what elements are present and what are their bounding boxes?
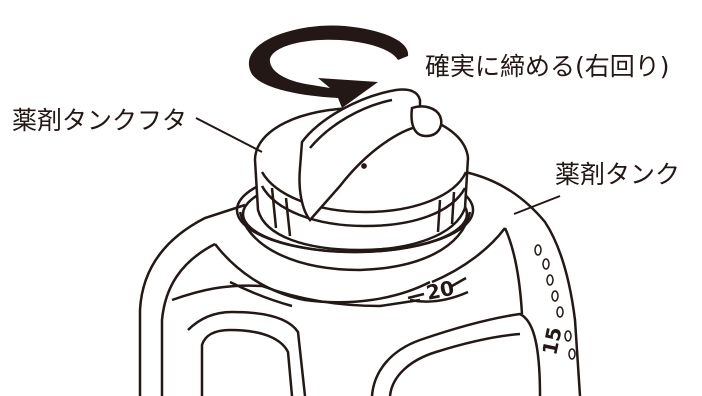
tank-body <box>138 170 582 396</box>
label-rotation-instruction: 確実に締める(右回り) <box>425 52 670 81</box>
label-tank: 薬剤タンク <box>555 160 680 189</box>
clockwise-arrow-icon <box>248 25 409 108</box>
leader-lines <box>195 117 561 215</box>
cap-handle <box>298 88 443 222</box>
scale-mark-15: 15 <box>537 325 566 357</box>
label-tank-cap: 薬剤タンクフタ <box>12 106 187 135</box>
scale-mark-20: 20 <box>424 276 456 305</box>
tank-scale <box>534 244 576 360</box>
